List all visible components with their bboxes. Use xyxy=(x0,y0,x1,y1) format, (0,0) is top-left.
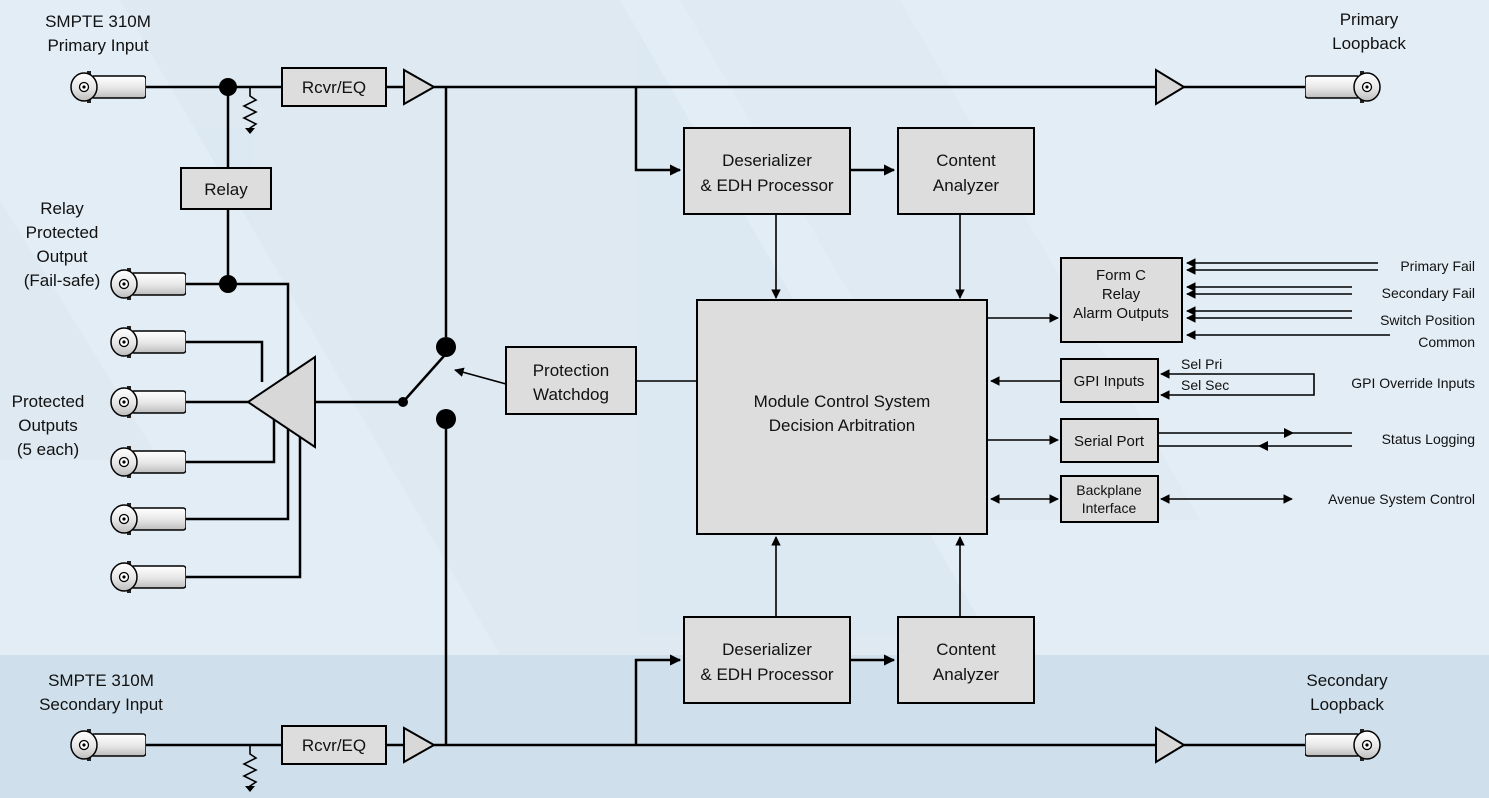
switch-primary-contact-dot xyxy=(436,337,456,357)
gpi-inputs-label: GPI Inputs xyxy=(1074,373,1145,390)
content-analyzer-primary-label-1: Content xyxy=(936,151,996,170)
primary-input-bnc-icon xyxy=(70,70,146,104)
secondary-loopback-bnc-icon xyxy=(1305,728,1381,762)
secondary-loopback-label-2: Loopback xyxy=(1310,695,1384,714)
relay-protected-label-2: Protected xyxy=(26,223,99,242)
primary-loopback-bnc-icon xyxy=(1305,70,1381,104)
secondary-loopback-label-1: Secondary xyxy=(1306,671,1388,690)
relay-protected-output-bnc-icon xyxy=(110,267,186,301)
content-analyzer-primary-label-2: Analyzer xyxy=(933,176,999,195)
content-analyzer-secondary-block xyxy=(897,616,1035,704)
switch-blade xyxy=(402,355,445,403)
primary-loopback-amp-icon xyxy=(1155,68,1186,106)
protected-outputs-label-3: (5 each) xyxy=(17,440,79,459)
rcvr-eq-primary-label: Rcvr/EQ xyxy=(302,78,366,97)
rcvr-eq-secondary-block xyxy=(281,725,387,765)
primary-loopback-label-2: Loopback xyxy=(1332,34,1406,53)
protected-outputs-wires xyxy=(186,340,302,579)
primary-loopback-label-1: Primary xyxy=(1340,10,1399,29)
form-c-label-1: Form C xyxy=(1096,267,1146,284)
secondary-input-label-2: Secondary Input xyxy=(39,695,163,714)
protected-output-3-bnc-icon xyxy=(110,445,186,479)
deserializer-primary-label-1: Deserializer xyxy=(722,151,812,170)
secondary-fail-label: Secondary Fail xyxy=(1382,285,1475,301)
deserializer-primary-label-2: & EDH Processor xyxy=(700,176,834,195)
primary-fail-label: Primary Fail xyxy=(1400,258,1475,274)
sel-sec-label: Sel Sec xyxy=(1181,377,1229,393)
deserializer-secondary-label-2: & EDH Processor xyxy=(700,665,834,684)
switch-secondary-contact-dot xyxy=(436,409,456,429)
serial-port-label: Serial Port xyxy=(1074,433,1145,450)
backplane-label-1: Backplane xyxy=(1076,482,1142,498)
switch-position-label: Switch Position xyxy=(1380,312,1475,328)
avenue-system-control-label: Avenue System Control xyxy=(1328,491,1475,507)
module-control-label-1: Module Control System xyxy=(754,392,931,411)
sel-pri-label: Sel Pri xyxy=(1181,356,1222,372)
form-c-relay-block xyxy=(1060,257,1183,343)
relay-protected-label-4: (Fail-safe) xyxy=(24,271,101,290)
primary-termination-resistor-icon xyxy=(242,87,258,133)
serial-port-block xyxy=(1060,418,1159,463)
content-analyzer-secondary-label-2: Analyzer xyxy=(933,665,999,684)
deserializer-secondary-block xyxy=(683,616,851,704)
module-control-label-2: Decision Arbitration xyxy=(769,416,915,435)
protected-output-5-bnc-icon xyxy=(110,560,186,594)
primary-amp-icon xyxy=(403,68,437,106)
gpi-override-label: GPI Override Inputs xyxy=(1351,375,1475,391)
protection-watchdog-label-2: Watchdog xyxy=(533,385,609,404)
protected-output-2-bnc-icon xyxy=(110,385,186,419)
relay-protected-label-1: Relay xyxy=(40,199,84,218)
secondary-loopback-amp-icon xyxy=(1155,726,1186,764)
relay-block xyxy=(180,167,272,210)
primary-input-label-1: SMPTE 310M xyxy=(45,12,151,31)
status-logging-label: Status Logging xyxy=(1382,431,1475,447)
backplane-label-2: Interface xyxy=(1082,500,1137,516)
primary-termination-ground-icon xyxy=(245,128,255,134)
secondary-termination-resistor-icon xyxy=(242,745,258,791)
relay-protected-label-3: Output xyxy=(36,247,87,266)
content-analyzer-primary-block xyxy=(897,127,1035,215)
secondary-amp-icon xyxy=(403,726,437,764)
protected-output-4-bnc-icon xyxy=(110,502,186,536)
watchdog-to-switch-arrow xyxy=(454,367,507,385)
backplane-interface-block xyxy=(1060,475,1159,523)
relay-label: Relay xyxy=(204,180,248,199)
protected-outputs-label-2: Outputs xyxy=(18,416,78,435)
protection-watchdog-label-1: Protection xyxy=(533,361,610,380)
primary-input-label-2: Primary Input xyxy=(47,36,148,55)
protected-outputs-label-1: Protected xyxy=(12,392,85,411)
serial-tx-arrowhead-icon xyxy=(1284,428,1294,438)
common-label: Common xyxy=(1418,334,1475,350)
rcvr-eq-secondary-label: Rcvr/EQ xyxy=(302,736,366,755)
form-c-label-2: Relay xyxy=(1102,286,1141,303)
content-analyzer-secondary-label-1: Content xyxy=(936,640,996,659)
relay-output-wire xyxy=(186,282,290,375)
form-c-output-lines xyxy=(1186,258,1390,340)
module-control-block xyxy=(696,299,988,535)
deserializer-secondary-label-1: Deserializer xyxy=(722,640,812,659)
serial-rx-arrowhead-icon xyxy=(1258,441,1268,451)
gpi-sel-pri-line xyxy=(1160,369,1315,381)
gpi-sel-sec-line xyxy=(1160,381,1315,400)
protected-output-1-bnc-icon xyxy=(110,325,186,359)
secondary-input-bnc-icon xyxy=(70,728,146,762)
secondary-to-deserializer-wire xyxy=(634,654,682,745)
secondary-termination-ground-icon xyxy=(245,786,255,792)
primary-to-deserializer-wire xyxy=(634,87,682,176)
secondary-input-label-1: SMPTE 310M xyxy=(48,671,154,690)
deserializer-primary-block xyxy=(683,127,851,215)
form-c-label-3: Alarm Outputs xyxy=(1073,305,1169,322)
